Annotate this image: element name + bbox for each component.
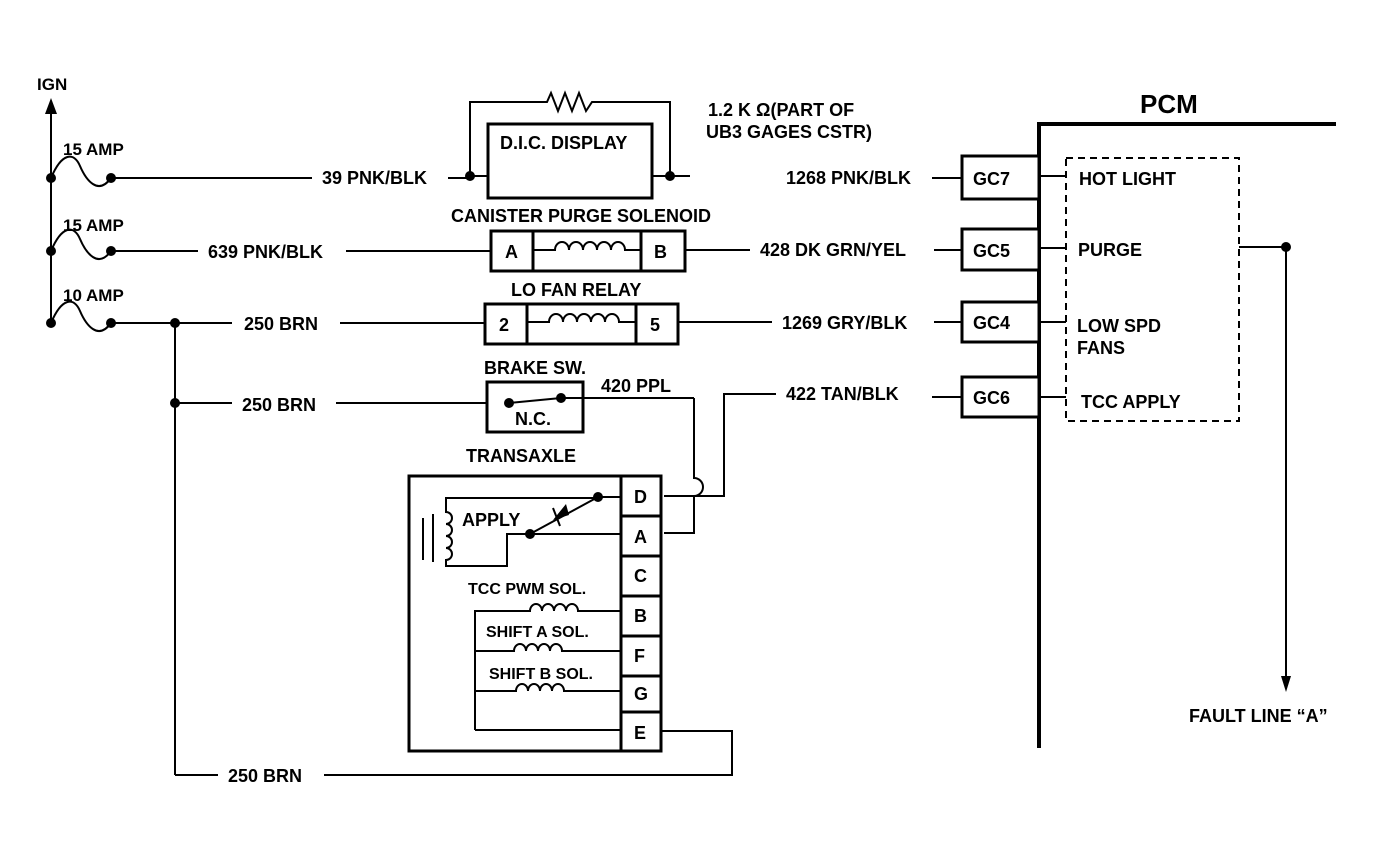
fuse-2-label: 15 AMP: [63, 216, 124, 235]
circuit-428: 428 DK GRN/YEL: [685, 240, 962, 260]
wire-428-label: 428 DK GRN/YEL: [760, 240, 906, 260]
ign-label: IGN: [37, 75, 67, 94]
transaxle-pin-b: B: [634, 606, 647, 626]
ignition-bus: IGN: [37, 75, 67, 323]
tcc-pwm-coil-icon: [474, 603, 621, 730]
fuse-3-node: [46, 318, 56, 328]
tcc-apply-coil-icon: [445, 497, 530, 567]
resistor-label-2: UB3 GAGES CSTR): [706, 122, 872, 142]
wire-250-b-label: 250 BRN: [242, 395, 316, 415]
canister-title: CANISTER PURGE SOLENOID: [451, 206, 711, 226]
canister-pin-a: A: [505, 242, 518, 262]
fuse-1-node: [46, 173, 56, 183]
transaxle-pin-c: C: [634, 566, 647, 586]
fault-line-arrow-icon: [1281, 676, 1291, 692]
transaxle-pins: D A C B F G E: [619, 474, 663, 753]
resistor-label-1: 1.2 K Ω(PART OF: [708, 100, 854, 120]
fuse-3: 10 AMP: [46, 286, 124, 332]
pcm-low-spd-1: LOW SPD: [1077, 316, 1161, 336]
canister-purge-solenoid: CANISTER PURGE SOLENOID A B: [451, 206, 711, 273]
pcm-tcc-apply: TCC APPLY: [1081, 392, 1181, 412]
fuse-1-label: 15 AMP: [63, 140, 124, 159]
dic-display-label: D.I.C. DISPLAY: [500, 133, 627, 153]
circuit-422: 422 TAN/BLK: [664, 384, 962, 497]
wire-1269-label: 1269 GRY/BLK: [782, 313, 907, 333]
fuse-2: 15 AMP: [46, 216, 124, 260]
circuit-250-b: 250 BRN: [170, 395, 509, 415]
wire-420-label: 420 PPL: [601, 376, 671, 396]
connector-gc7: [960, 154, 1041, 201]
fuse-1: 15 AMP: [46, 140, 124, 187]
connector-gc5: [960, 227, 1041, 272]
fuse-3-label: 10 AMP: [63, 286, 124, 305]
brake-switch-nc: N.C.: [515, 409, 551, 429]
pcm-title: PCM: [1140, 89, 1198, 119]
connector-gc4-label: GC4: [973, 313, 1010, 333]
transaxle-title: TRANSAXLE: [466, 446, 576, 466]
fuse-2-symbol: [50, 228, 112, 260]
apply-label: APPLY: [462, 510, 520, 530]
lo-fan-relay: LO FAN RELAY 2 5: [483, 280, 680, 346]
wire-639-label: 639 PNK/BLK: [208, 242, 323, 262]
brake-switch-body: [485, 380, 585, 434]
circuit-39: 39 PNK/BLK: [111, 168, 690, 188]
tcc-pwm-label: TCC PWM SOL.: [468, 581, 586, 598]
wire-250-c-label: 250 BRN: [228, 766, 302, 786]
fan-relay-coil-icon: [527, 313, 636, 323]
fan-relay-pin-2: 2: [499, 315, 509, 335]
fuse-1-symbol: [50, 155, 112, 187]
shift-a-label: SHIFT A SOL.: [486, 624, 589, 641]
ign-arrow-icon: [45, 98, 57, 114]
wire-1268-label: 1268 PNK/BLK: [786, 168, 911, 188]
resistor-symbol: [469, 90, 671, 176]
dic-display: D.I.C. DISPLAY 1.2 K Ω(PART OF UB3 GAGES…: [469, 90, 872, 200]
transaxle: TRANSAXLE D A C B F G E: [407, 446, 663, 753]
canister-pin-b: B: [654, 242, 667, 262]
pcm: PCM GC7 GC5 GC4 GC6 HOT LIGHT PURGE LOW …: [960, 89, 1336, 748]
fault-line-label: FAULT LINE “A”: [1189, 706, 1328, 726]
shift-b-label: SHIFT B SOL.: [489, 666, 593, 683]
tcc-apply-switch: APPLY: [422, 492, 621, 567]
fan-relay-title: LO FAN RELAY: [511, 280, 641, 300]
wire-250-c-path: [324, 730, 733, 776]
pcm-purge: PURGE: [1078, 240, 1142, 260]
connector-gc7-label: GC7: [973, 169, 1010, 189]
transaxle-pin-g: G: [634, 684, 648, 704]
dic-display-box: [486, 122, 654, 200]
circuit-1268: 1268 PNK/BLK: [786, 168, 962, 188]
brake-switch: BRAKE SW. N.C. 420 PPL: [484, 358, 704, 534]
connector-gc6: [960, 375, 1041, 419]
transaxle-pin-e: E: [634, 723, 646, 743]
transaxle-pin-f: F: [634, 646, 645, 666]
fan-relay-pin-5: 5: [650, 315, 660, 335]
transaxle-solenoids: TCC PWM SOL. SHIFT A SOL. SHIFT B SOL.: [468, 581, 621, 731]
connector-gc6-label: GC6: [973, 388, 1010, 408]
wire-422-path: [664, 393, 776, 497]
shift-b-coil-icon: [475, 683, 621, 692]
wire-420-path: [664, 398, 704, 534]
canister-body: [489, 229, 687, 273]
circuit-250-c: 250 BRN: [175, 730, 733, 786]
wire-250-a-label: 250 BRN: [244, 314, 318, 334]
shift-a-coil-icon: [475, 643, 621, 652]
fuse-2-node: [46, 246, 56, 256]
circuit-639: 639 PNK/BLK: [111, 242, 491, 262]
transaxle-pin-a: A: [634, 527, 647, 547]
transaxle-pin-d: D: [634, 487, 647, 507]
fan-relay-body: [483, 302, 680, 346]
wire-422-label: 422 TAN/BLK: [786, 384, 899, 404]
pcm-hot-light: HOT LIGHT: [1079, 169, 1176, 189]
pcm-low-spd-2: FANS: [1077, 338, 1125, 358]
canister-coil-icon: [533, 241, 641, 251]
circuit-1269: 1269 GRY/BLK: [678, 313, 962, 333]
connector-gc5-label: GC5: [973, 241, 1010, 261]
fuse-3-symbol: [50, 300, 112, 332]
brake-switch-title: BRAKE SW.: [484, 358, 586, 378]
pcm-internal-box: [1065, 157, 1240, 422]
wire-39-label: 39 PNK/BLK: [322, 168, 427, 188]
